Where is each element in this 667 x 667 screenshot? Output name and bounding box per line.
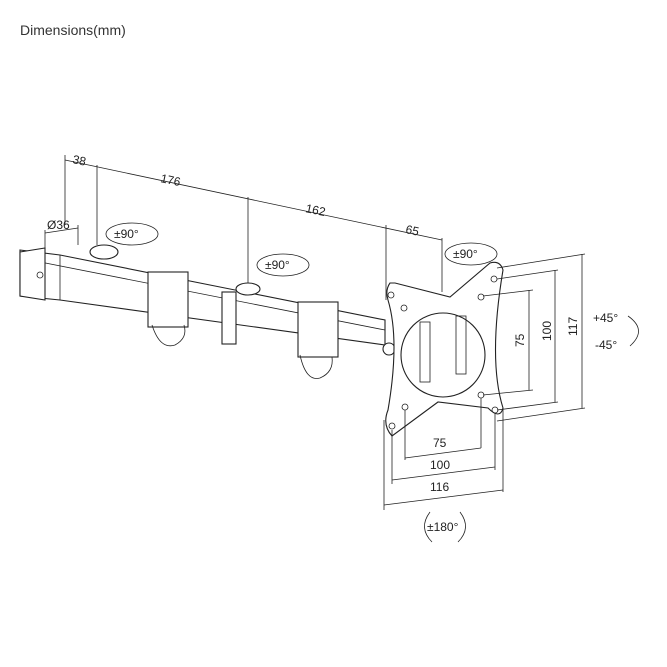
pole-diameter: Ø36: [47, 218, 70, 232]
arm-dimension-lines: [44, 155, 443, 300]
vesa-vertical-117: 117: [566, 317, 580, 336]
rotation-joint3: ±90°: [453, 247, 478, 261]
page-title: Dimensions(mm): [20, 22, 126, 38]
vesa-dimension-lines: [383, 253, 586, 510]
rotation-arrow-icon: [256, 253, 310, 277]
vesa-vertical-75: 75: [513, 333, 527, 347]
rotation-arrow-icon: [105, 222, 159, 246]
swivel-rotation: ±180°: [427, 520, 459, 534]
vesa-horizontal-116: 116: [430, 480, 449, 494]
dimension-176: 176: [159, 171, 182, 189]
vesa-vertical-100: 100: [540, 321, 554, 341]
vesa-plate: [385, 261, 504, 437]
tilt-arrow-icon: [627, 315, 639, 347]
rotation-joint2: ±90°: [265, 258, 290, 272]
rotation-arrow-icon: [444, 242, 498, 266]
tilt-down: -45°: [595, 338, 617, 352]
vesa-horizontal-100: 100: [430, 458, 450, 472]
dimension-162: 162: [304, 201, 327, 219]
dimension-65: 65: [404, 222, 420, 239]
rotation-joint1: ±90°: [114, 227, 139, 241]
vesa-horizontal-75: 75: [433, 436, 447, 450]
swivel-arrow-icon: [424, 511, 466, 543]
dimension-38: 38: [71, 152, 87, 169]
tilt-up: +45°: [593, 311, 618, 325]
arm-body: [19, 244, 396, 379]
